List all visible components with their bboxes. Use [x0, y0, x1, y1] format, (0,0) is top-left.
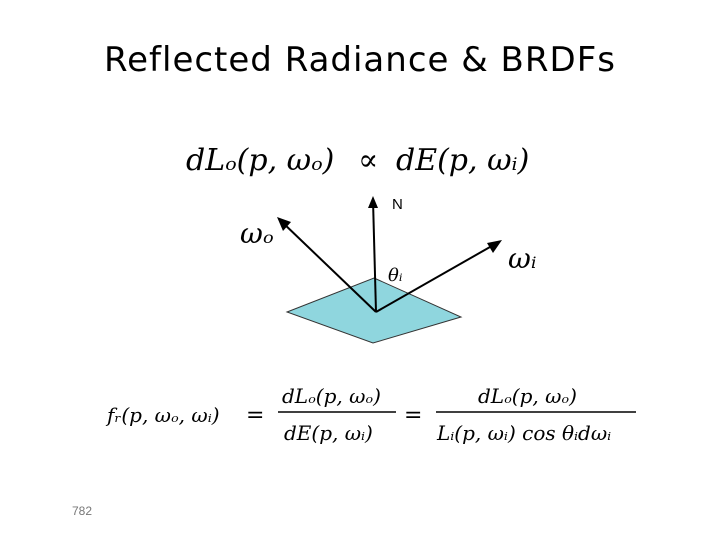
normal-arrowhead: [368, 196, 378, 208]
fraction1-denominator: dE(p, ωᵢ): [284, 421, 373, 445]
top-equation-rhs: dE(p, ωᵢ): [396, 143, 529, 178]
brdf-equals-2: =: [404, 403, 422, 428]
top-equation-proportional: ∝: [358, 143, 378, 178]
fraction2-numerator: dLₒ(p, ωₒ): [478, 384, 577, 408]
angle-label: θᵢ: [388, 265, 403, 286]
outgoing-label: ωₒ: [240, 217, 274, 250]
slide-title: Reflected Radiance & BRDFs: [104, 40, 616, 80]
normal-vector: [372, 199, 377, 313]
incoming-label: ωᵢ: [508, 242, 536, 275]
brdf-equals-1: =: [246, 403, 264, 428]
page-number: 782: [72, 504, 93, 518]
top-equation: dLₒ(p, ωₒ) ∝ dE(p, ωᵢ): [186, 143, 529, 178]
brdf-equation: fᵣ(p, ωₒ, ωᵢ) = dLₒ(p, ωₒ) dE(p, ωᵢ) = d…: [105, 384, 636, 445]
brdf-function: fᵣ(p, ωₒ, ωᵢ): [105, 403, 220, 427]
normal-label: N: [392, 196, 403, 213]
outgoing-arrowhead: [277, 217, 291, 231]
top-equation-lhs: dLₒ(p, ωₒ): [186, 143, 334, 178]
outgoing-vector: [280, 220, 377, 313]
fraction1-numerator: dLₒ(p, ωₒ): [282, 384, 381, 408]
incoming-arrowhead: [487, 240, 502, 253]
fraction2-denominator: Lᵢ(p, ωᵢ) cos θᵢdωᵢ: [436, 421, 611, 445]
incoming-vector: [375, 242, 498, 313]
